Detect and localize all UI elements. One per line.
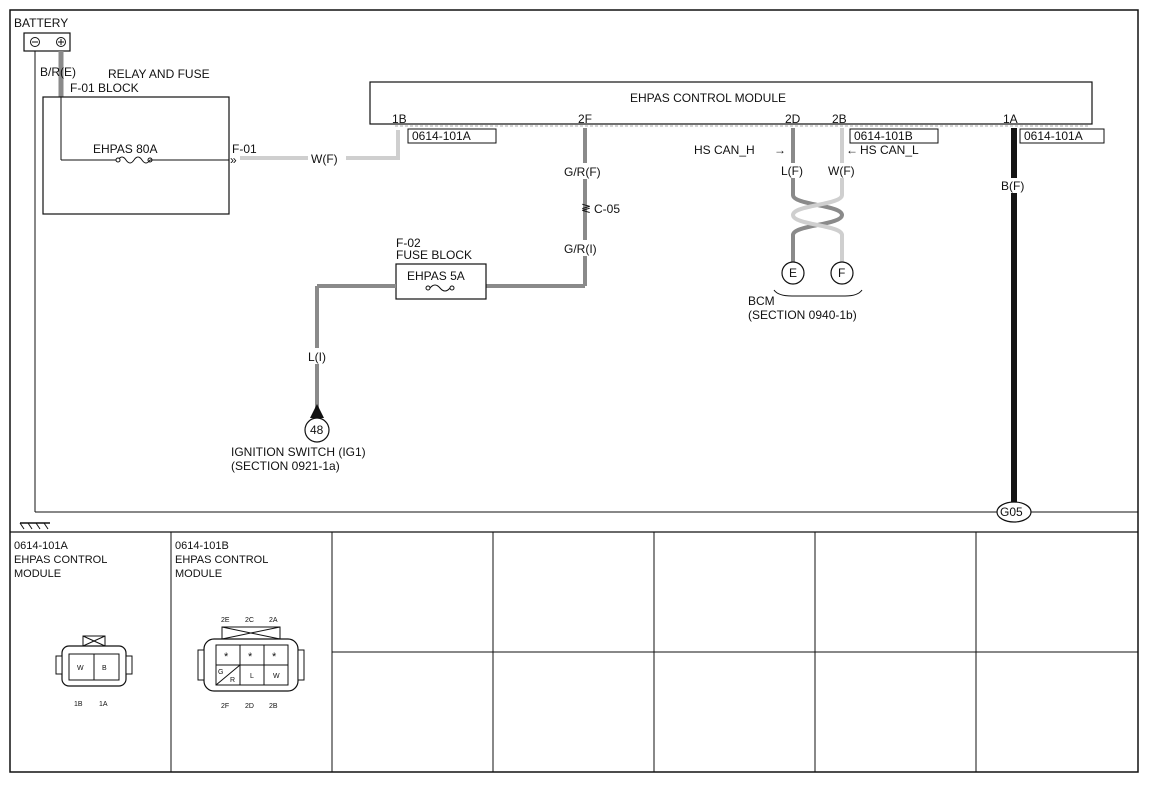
connector-view-2-id: 0614-101B (175, 540, 229, 552)
wire-battery-label: B/R(E) (40, 65, 76, 79)
bcm-circle-e-label: E (789, 266, 797, 280)
connector-view-2-pin-2c: 2C (245, 617, 254, 624)
connector-view-2-cavity-g: G (218, 669, 223, 676)
connector-box-1b (407, 128, 497, 144)
relay-block-label: RELAY AND FUSE (108, 67, 210, 81)
wire-ignition (315, 284, 396, 408)
connector-view-1-name-2: MODULE (14, 568, 61, 580)
connector-view-2-pin-2f: 2F (221, 703, 229, 710)
connector-view-1-cavity-w: W (77, 665, 84, 672)
connector-view-2-pin-2e: 2E (221, 617, 230, 624)
wire-2f (486, 128, 587, 288)
wire-can-l-label: W(F) (828, 164, 855, 178)
fuse-5a-symbol (425, 284, 455, 292)
connector-view-2-cavity-l: L (250, 673, 254, 680)
connector-view-2-cavity-2c: * (248, 651, 253, 663)
joint-mark: ≷ (581, 201, 591, 215)
connector-view-2-cavity-2a: * (272, 651, 277, 663)
bcm-bracket (773, 289, 863, 297)
bcm-label: BCM (748, 294, 775, 308)
connector-view-2-pin-2b: 2B (269, 703, 278, 710)
fuse-5a-label: EHPAS 5A (407, 269, 465, 283)
connector-view-2-name: EHPAS CONTROL (175, 554, 268, 566)
connector-view-1-pin-1b: 1B (74, 701, 83, 708)
relay-block-label-2: F-01 BLOCK (70, 81, 139, 95)
connector-view-1-pin-1a: 1A (99, 701, 108, 708)
bcm-circle-e (781, 261, 805, 285)
connector-grid (170, 532, 1138, 772)
battery-symbol (23, 32, 71, 52)
can-l-label: HS CAN_L (860, 143, 919, 157)
connector-view-2-pin-2d: 2D (245, 703, 254, 710)
pin-1a: 1A (1003, 112, 1018, 126)
ignition-arrow-icon (310, 404, 324, 418)
pin-1b: 1B (392, 112, 407, 126)
connector-view-1-drawing (55, 635, 133, 687)
pin-2b: 2B (832, 112, 847, 126)
connector-id-1a: 0614-101A (1024, 129, 1083, 143)
wire-can-h (791, 128, 845, 262)
connector-box-2b (849, 128, 939, 144)
connector-view-2-cavity-2e: * (224, 651, 229, 663)
can-h-arrow-icon: → (774, 143, 786, 157)
connector-id-1b: 0614-101A (412, 129, 471, 143)
wire-1a-label: B(F) (1001, 179, 1024, 193)
wire-can-l (790, 128, 844, 262)
ground-g05-label: G05 (1000, 505, 1023, 519)
wire-can-h-label: L(F) (781, 164, 803, 178)
fuse-80a-symbol (117, 156, 135, 164)
wire-2f-lower-label: G/R(I) (564, 242, 597, 256)
joint-c05-label: C-05 (594, 202, 620, 216)
ground-symbol-icon (19, 522, 50, 530)
module-title: EHPAS CONTROL MODULE (630, 91, 786, 105)
connector-view-1-id: 0614-101A (14, 540, 68, 552)
connector-view-2-pin-2a: 2A (269, 617, 278, 624)
ignition-circle-label: 48 (310, 423, 324, 437)
terminal-f01-label: F-01 (232, 142, 257, 156)
bcm-section: (SECTION 0940-1b) (748, 308, 857, 322)
fuse-80a-label: EHPAS 80A (93, 142, 157, 156)
connector-view-1-cavity-b: B (102, 665, 107, 672)
can-h-label: HS CAN_H (694, 143, 755, 157)
relay-fuse-block (42, 96, 230, 215)
wire-2f-upper-label: G/R(F) (564, 165, 601, 179)
ehpas-control-module (369, 81, 1093, 125)
wire-ignition-label: L(I) (308, 350, 326, 364)
connector-id-2b: 0614-101B (854, 129, 913, 143)
fuse-block-label-2: FUSE BLOCK (396, 248, 472, 262)
connector-view-2-drawing (197, 626, 305, 692)
can-l-arrow-icon: ← (846, 143, 858, 157)
fuse-block-f02 (395, 263, 487, 300)
connector-view-2-cavity-w: W (273, 673, 280, 680)
wire-1b-label: W(F) (311, 152, 338, 166)
pin-2d: 2D (785, 112, 801, 126)
bcm-circle-f-label: F (838, 266, 845, 280)
fuse-block-label-1: F-02 (396, 236, 421, 250)
connector-mark: » (230, 153, 237, 167)
ignition-circle (304, 417, 330, 443)
bcm-circle-f (830, 261, 854, 285)
diagram-frame (9, 9, 1139, 773)
connector-view-1-name: EHPAS CONTROL (14, 554, 107, 566)
connector-view-2-name-2: MODULE (175, 568, 222, 580)
ignition-section: (SECTION 0921-1a) (231, 459, 340, 473)
connector-box-1a (1019, 128, 1105, 144)
pin-2f: 2F (578, 112, 592, 126)
battery-label: BATTERY (14, 16, 68, 30)
connector-view-2-cavity-r: R (230, 677, 235, 684)
ignition-label: IGNITION SWITCH (IG1) (231, 445, 366, 459)
